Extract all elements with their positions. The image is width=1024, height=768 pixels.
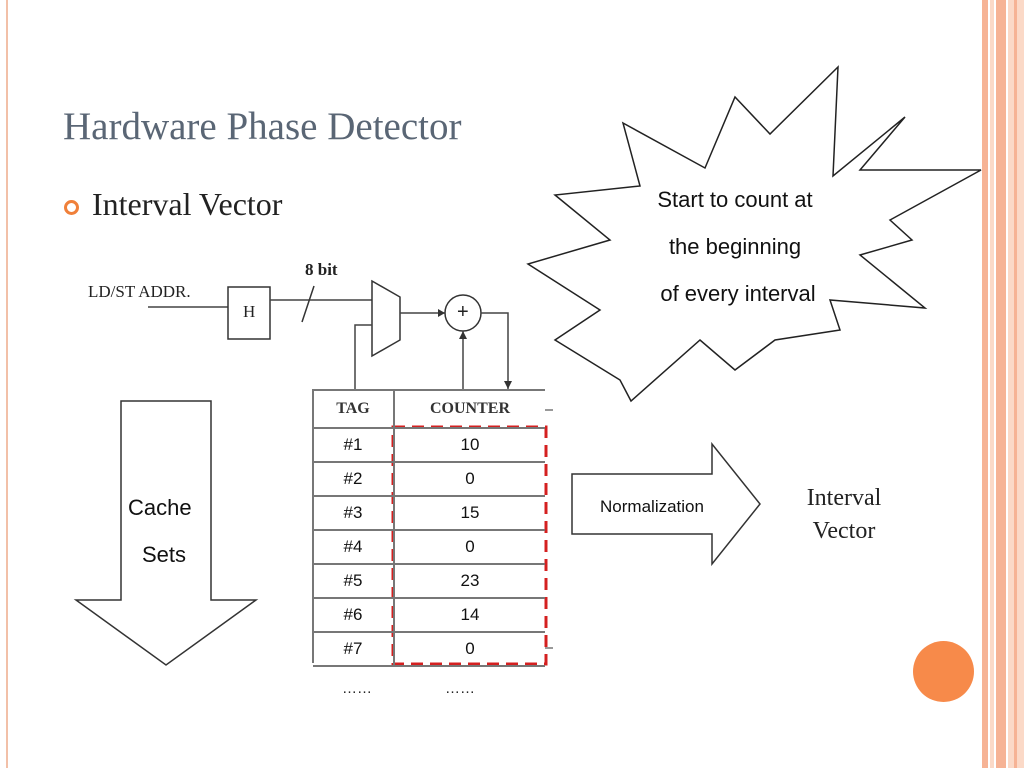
bit-width-label: 8 bit bbox=[305, 260, 338, 279]
callout-text-line3: of every interval bbox=[660, 281, 816, 306]
normalization-arrow bbox=[571, 441, 761, 567]
tag-cell: #6 bbox=[313, 598, 395, 633]
decorative-stripe-2 bbox=[990, 0, 994, 768]
tag-ellipsis: …… bbox=[342, 680, 372, 697]
table-row: #3 15 bbox=[313, 496, 545, 531]
counter-cell: 0 bbox=[394, 632, 545, 667]
decorative-stripe-1 bbox=[982, 0, 988, 768]
output-label: Interval Vector bbox=[770, 482, 918, 548]
table-row: #4 0 bbox=[313, 530, 545, 565]
adder-label: + bbox=[457, 301, 469, 323]
table-row: #5 23 bbox=[313, 564, 545, 599]
cache-sets-line2: Sets bbox=[142, 542, 187, 567]
mux-shape bbox=[371, 279, 401, 358]
counter-cell: 14 bbox=[394, 598, 545, 633]
tag-cell: #2 bbox=[313, 462, 395, 497]
table-header-row: TAG COUNTER bbox=[313, 389, 545, 429]
callout-starburst bbox=[526, 65, 982, 403]
counter-cell: 10 bbox=[394, 428, 545, 463]
tag-cell: #7 bbox=[313, 632, 395, 667]
counter-cell: 0 bbox=[394, 462, 545, 497]
counter-table: TAG COUNTER #1 10 #2 0 #3 15 #4 0 #5 23 … bbox=[313, 389, 545, 667]
hash-box bbox=[227, 286, 271, 340]
decorative-stripe-3 bbox=[996, 0, 1006, 768]
input-address-label: LD/ST ADDR. bbox=[88, 282, 191, 301]
cache-sets-arrow bbox=[73, 400, 259, 666]
slide-title: Hardware Phase Detector bbox=[63, 105, 462, 148]
normalization-label: Normalization bbox=[600, 497, 704, 516]
output-label-line2: Vector bbox=[812, 518, 876, 544]
cache-sets-line1: Cache bbox=[128, 495, 192, 520]
table-row: #7 0 bbox=[313, 632, 545, 667]
feedback-arrowhead bbox=[459, 331, 467, 339]
tag-cell: #1 bbox=[313, 428, 395, 463]
bit-width-tick bbox=[301, 285, 315, 323]
decorative-stripe-5 bbox=[1014, 0, 1017, 768]
bullet-text: Interval Vector bbox=[92, 186, 283, 222]
counter-cell: 15 bbox=[394, 496, 545, 531]
decorative-orange-circle bbox=[913, 641, 974, 702]
bullet-icon bbox=[64, 200, 79, 215]
tag-cell: #5 bbox=[313, 564, 395, 599]
cache-sets-label: Cache Sets bbox=[112, 484, 212, 578]
tag-column-header: TAG bbox=[313, 389, 395, 429]
slide-frame-left-border bbox=[6, 0, 982, 768]
counter-ellipsis: …… bbox=[445, 680, 475, 697]
callout-text-line1: Start to count at bbox=[657, 187, 813, 212]
table-row: #6 14 bbox=[313, 598, 545, 633]
tag-cell: #4 bbox=[313, 530, 395, 565]
table-row: #1 10 bbox=[313, 428, 545, 463]
tag-cell: #3 bbox=[313, 496, 395, 531]
counter-cell: 23 bbox=[394, 564, 545, 599]
adder-output-wire bbox=[481, 312, 509, 389]
adder-output-arrowhead bbox=[504, 381, 512, 389]
callout-text-line2: the beginning bbox=[668, 234, 802, 259]
table-row: #2 0 bbox=[313, 462, 545, 497]
mux-to-adder-arrowhead bbox=[438, 309, 445, 317]
tag-to-mux-wire bbox=[354, 324, 372, 389]
hash-label: H bbox=[243, 302, 256, 321]
counter-column-header: COUNTER bbox=[394, 389, 545, 429]
counter-cell: 0 bbox=[394, 530, 545, 565]
output-label-line1: Interval bbox=[806, 485, 882, 511]
